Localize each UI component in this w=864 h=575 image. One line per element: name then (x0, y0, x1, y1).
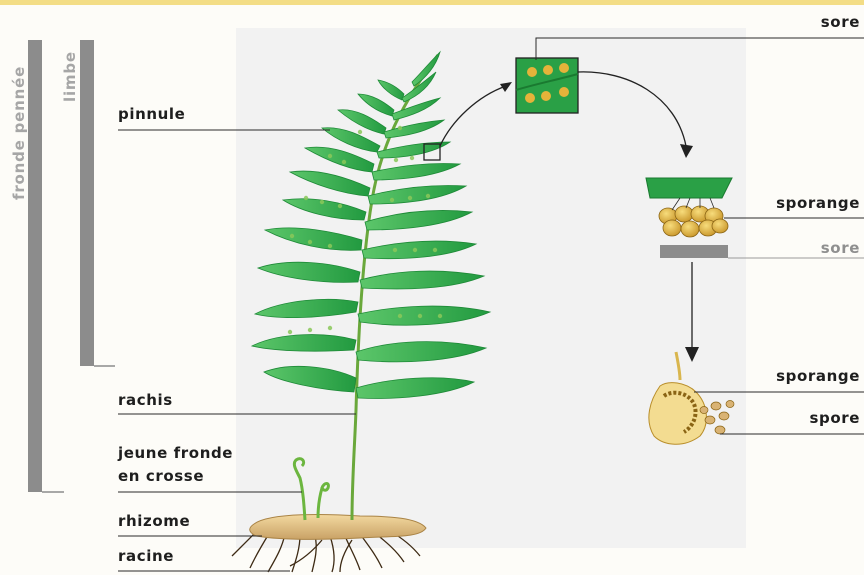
illustration-panel (236, 28, 746, 548)
label-limbe: limbe (61, 51, 79, 102)
label-jeune-fronde-en-crosse: jeune fronde en crosse (118, 442, 233, 488)
label-rachis: rachis (118, 392, 173, 409)
label-racine: racine (118, 548, 174, 565)
label-sporange-1: sporange (776, 195, 860, 212)
label-pinnule: pinnule (118, 106, 185, 123)
label-rhizome: rhizome (118, 513, 190, 530)
label-sporange-2: sporange (776, 368, 860, 385)
sore-grey-bar (660, 245, 728, 258)
label-sore-grey: sore (821, 240, 860, 257)
sore-closeup (516, 58, 578, 113)
label-fronde-pennee: fronde pennée (10, 66, 28, 200)
top-border (0, 0, 864, 5)
label-spore: spore (809, 410, 860, 427)
label-sore-top: sore (821, 14, 860, 31)
rhizome-shape (250, 514, 426, 539)
